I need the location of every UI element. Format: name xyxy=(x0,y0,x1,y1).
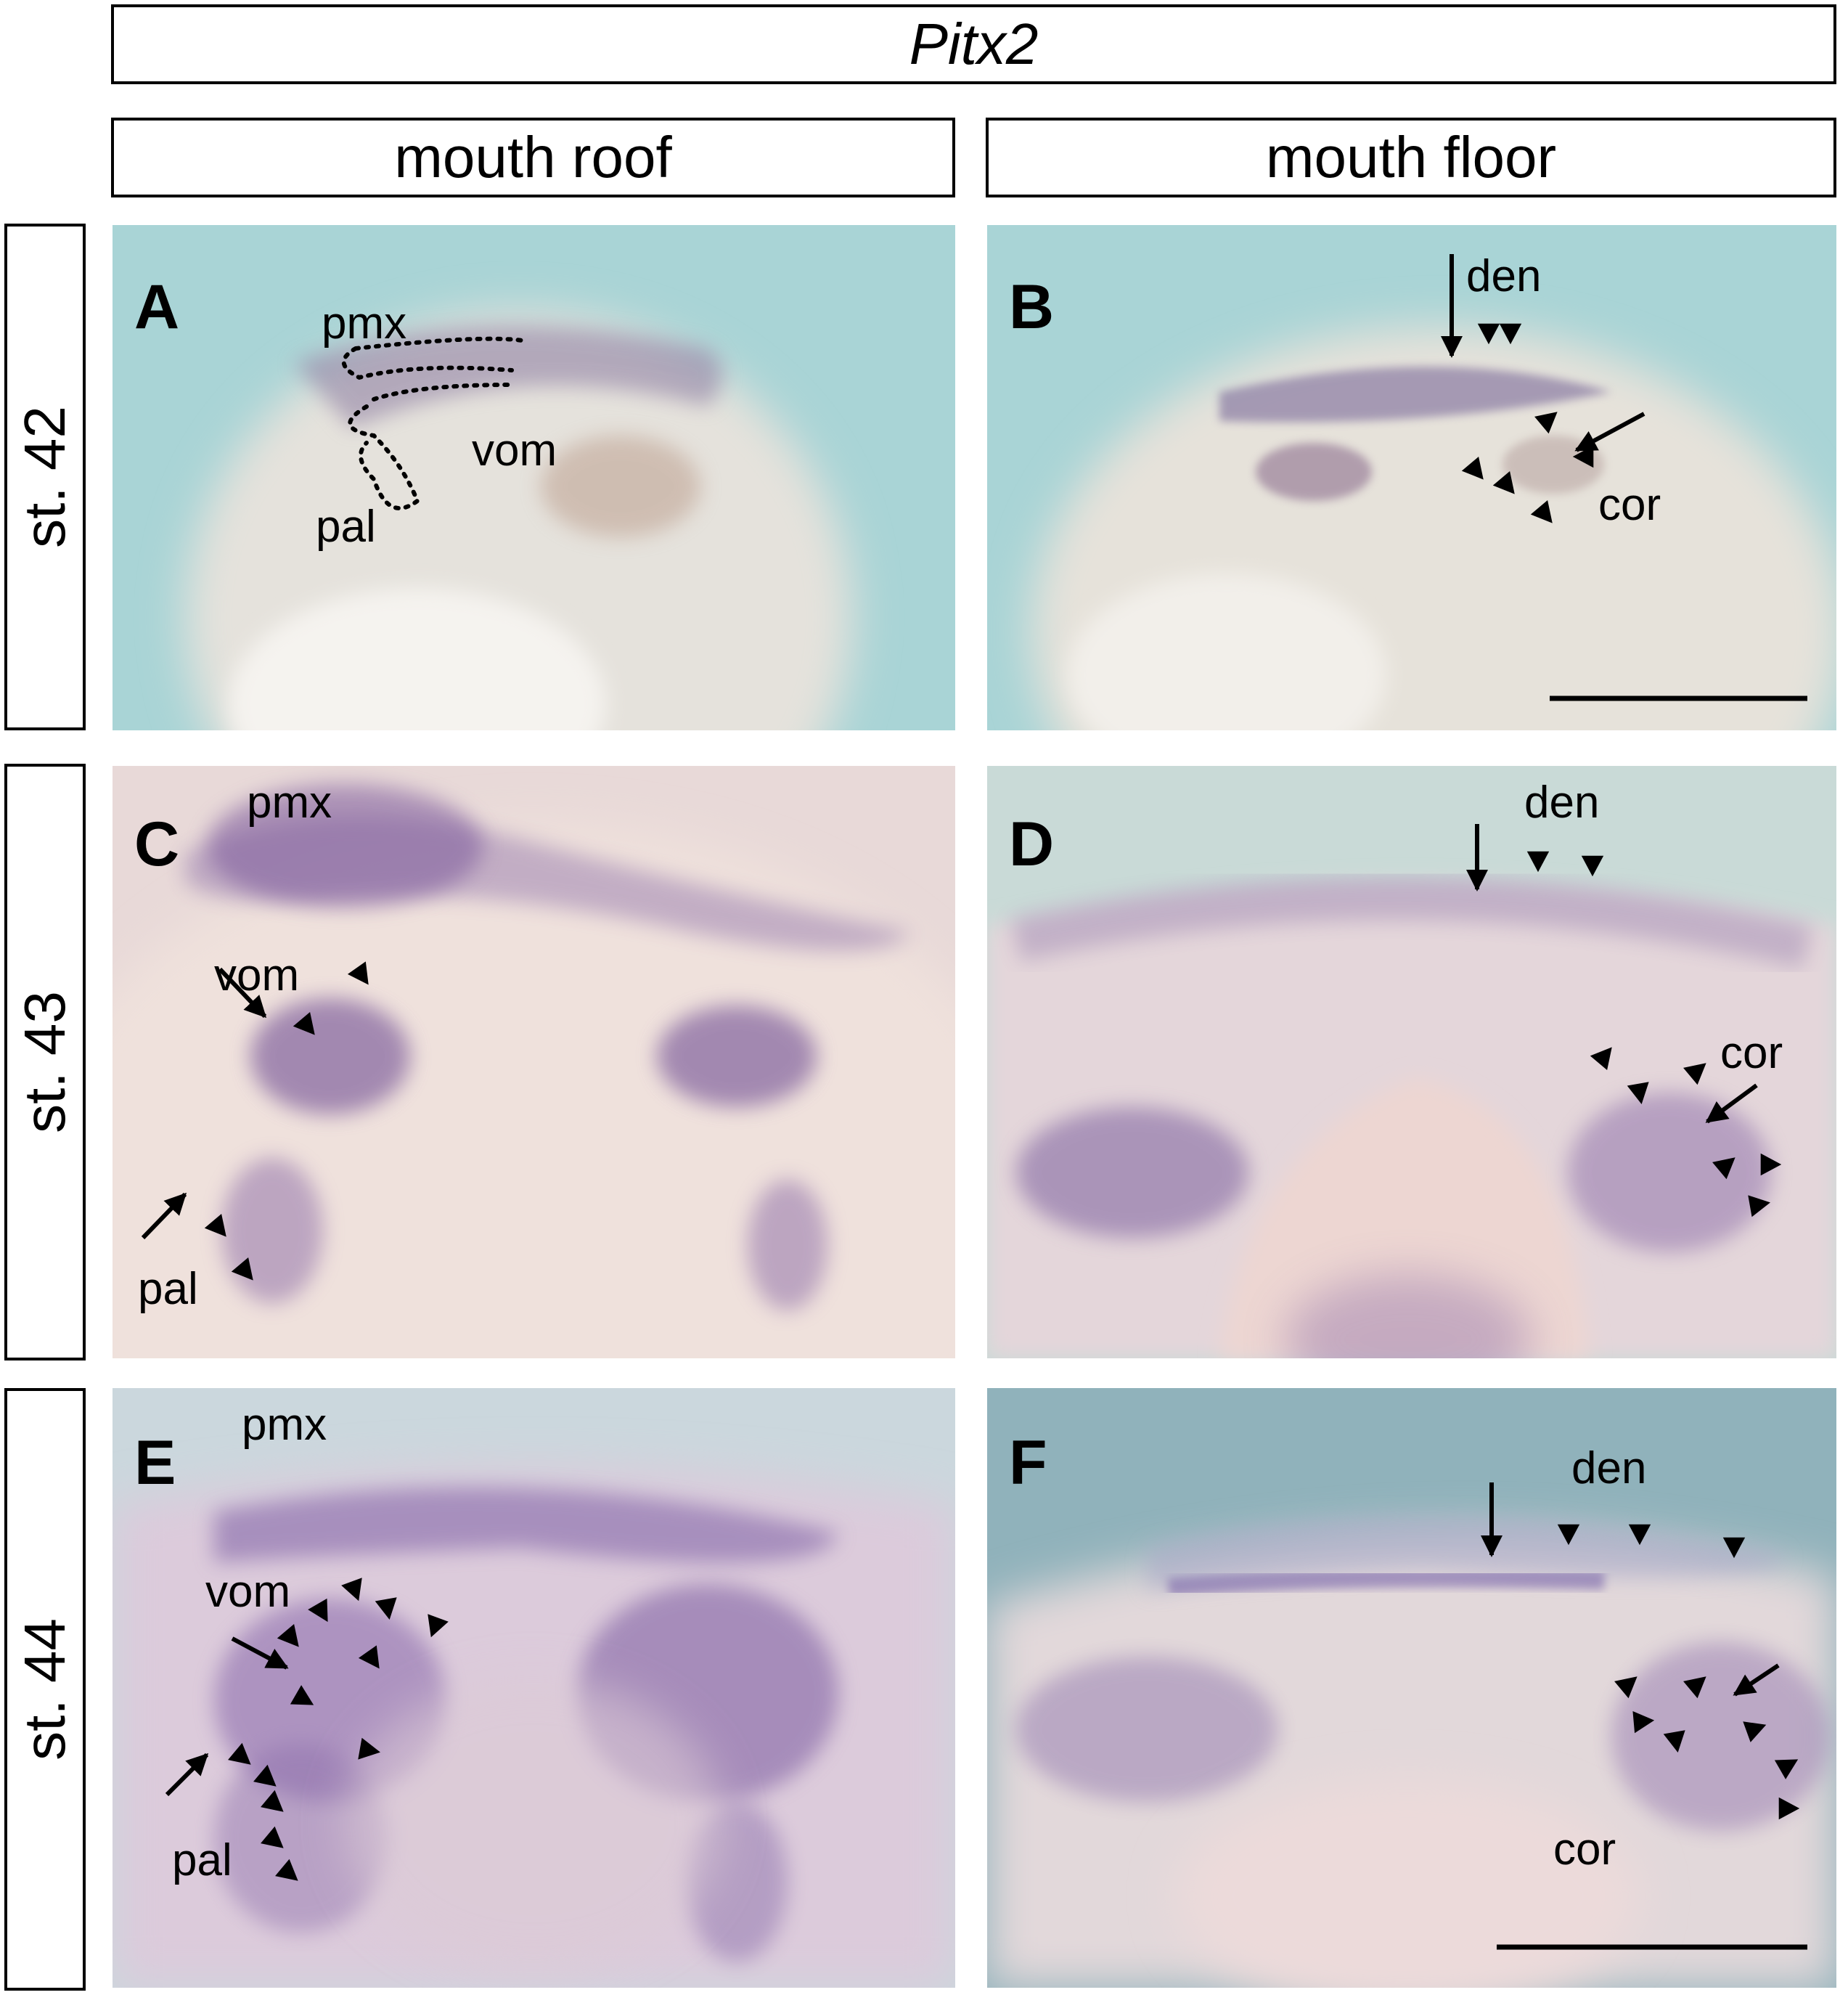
micrograph-e xyxy=(113,1388,955,1988)
label-pal: pal xyxy=(316,502,376,552)
stage-label-44: st. 44 xyxy=(12,1618,78,1761)
label-pmx: pmx xyxy=(322,298,407,348)
micrograph-c xyxy=(113,766,955,1358)
panel-letter-f: F xyxy=(1009,1428,1047,1498)
panel-f: F den cor xyxy=(987,1388,1836,1988)
label-cor: cor xyxy=(1598,480,1661,530)
panel-letter-d: D xyxy=(1009,809,1055,879)
label-pal: pal xyxy=(172,1835,232,1885)
panel-e: E pmx vom pal xyxy=(113,1388,955,1988)
micrograph-a xyxy=(113,225,955,730)
panel-letter-c: C xyxy=(134,809,180,879)
micrograph-b xyxy=(987,225,1836,730)
panel-b: B den cor xyxy=(987,225,1836,730)
figure-title: Pitx2 xyxy=(909,12,1039,76)
panel-letter-b: B xyxy=(1009,272,1055,342)
column-label-floor: mouth floor xyxy=(1265,125,1557,189)
stage-box-43: st. 43 xyxy=(4,764,86,1360)
stage-box-44: st. 44 xyxy=(4,1388,86,1991)
panel-d: D den cor xyxy=(987,766,1836,1358)
label-vom: vom xyxy=(472,425,557,476)
column-header-floor: mouth floor xyxy=(986,118,1836,197)
panel-c: C pmx vom pal xyxy=(113,766,955,1358)
title-box: Pitx2 xyxy=(111,4,1836,84)
stage-label-43: st. 43 xyxy=(12,991,78,1133)
micrograph-f xyxy=(987,1388,1836,1988)
panel-letter-e: E xyxy=(134,1428,176,1498)
label-den: den xyxy=(1466,251,1542,301)
stage-box-42: st. 42 xyxy=(4,224,86,730)
label-cor: cor xyxy=(1720,1028,1783,1078)
column-label-roof: mouth roof xyxy=(394,125,672,189)
micrograph-d xyxy=(987,766,1836,1358)
label-pmx: pmx xyxy=(242,1400,327,1450)
label-pmx: pmx xyxy=(247,778,332,828)
column-header-roof: mouth roof xyxy=(111,118,955,197)
stage-label-42: st. 42 xyxy=(12,406,78,548)
panel-letter-a: A xyxy=(134,272,180,342)
label-den: den xyxy=(1571,1443,1647,1493)
label-cor: cor xyxy=(1553,1824,1616,1874)
panel-a: A pmx vom pal xyxy=(113,225,955,730)
label-vom: vom xyxy=(205,1567,291,1617)
label-pal: pal xyxy=(138,1264,198,1314)
label-vom: vom xyxy=(214,950,300,1000)
label-den: den xyxy=(1524,778,1600,828)
